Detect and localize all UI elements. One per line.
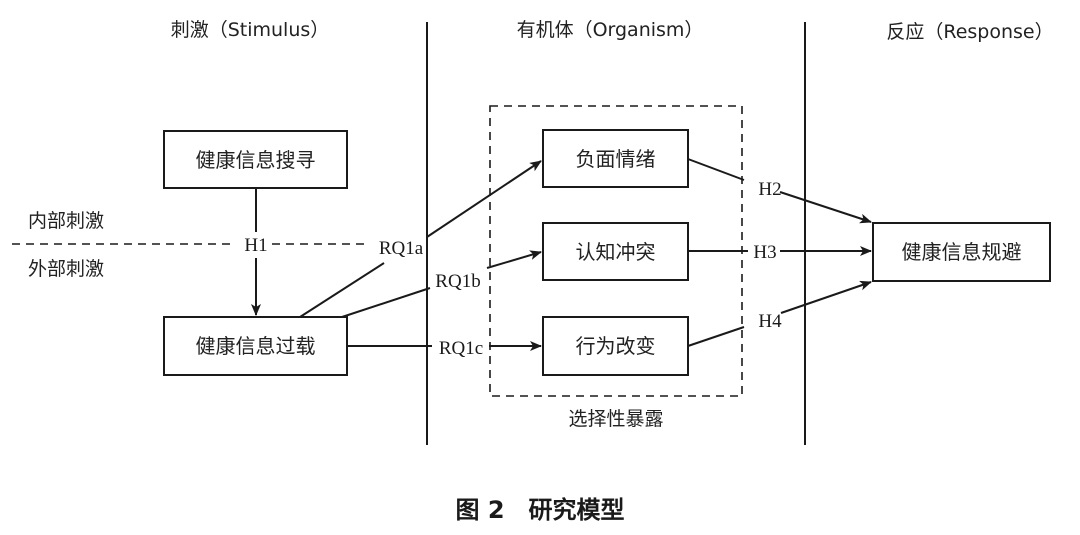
box-info-seeking-label: 健康信息搜寻 — [196, 148, 316, 172]
h3-label: H3 — [753, 242, 776, 263]
figure-caption: 图 2 研究模型 — [455, 496, 624, 524]
external-stimulus-label: 外部刺激 — [28, 258, 104, 280]
rq1b-label: RQ1b — [435, 271, 480, 292]
h2-line-left — [687, 158, 745, 181]
box-info-avoidance: 健康信息规避 — [872, 222, 1051, 282]
section-organism-header: 有机体（Organism） — [517, 19, 704, 41]
box-info-seeking: 健康信息搜寻 — [163, 130, 348, 189]
box-cognitive-conflict: 认知冲突 — [542, 222, 689, 281]
box-info-avoidance-label: 健康信息规避 — [902, 240, 1022, 264]
internal-stimulus-label: 内部刺激 — [28, 210, 104, 232]
h2-label: H2 — [758, 179, 781, 200]
box-negative-emotion-label: 负面情绪 — [576, 147, 656, 171]
rq1a-arrow — [426, 160, 542, 238]
box-cognitive-conflict-label: 认知冲突 — [576, 240, 656, 264]
h4-label: H4 — [758, 311, 782, 332]
rq1a-line-lower — [299, 262, 385, 318]
box-behavior-change-label: 行为改变 — [576, 334, 656, 358]
rq1b-arrow — [486, 250, 542, 269]
rq1c-label: RQ1c — [439, 338, 483, 359]
h1-label: H1 — [244, 235, 267, 256]
box-info-overload-label: 健康信息过载 — [196, 334, 316, 358]
h2-arrow — [779, 191, 872, 224]
box-negative-emotion: 负面情绪 — [542, 129, 689, 188]
selective-exposure-label: 选择性暴露 — [568, 408, 663, 430]
section-response-header: 反应（Response） — [886, 21, 1053, 43]
h4-line-left — [687, 326, 745, 347]
h4-arrow — [780, 280, 872, 314]
box-behavior-change: 行为改变 — [542, 316, 689, 376]
rq1b-line-lower — [341, 287, 431, 318]
section-stimulus-header: 刺激（Stimulus） — [171, 19, 330, 41]
box-info-overload: 健康信息过载 — [163, 316, 348, 376]
rq1a-label: RQ1a — [379, 238, 424, 259]
